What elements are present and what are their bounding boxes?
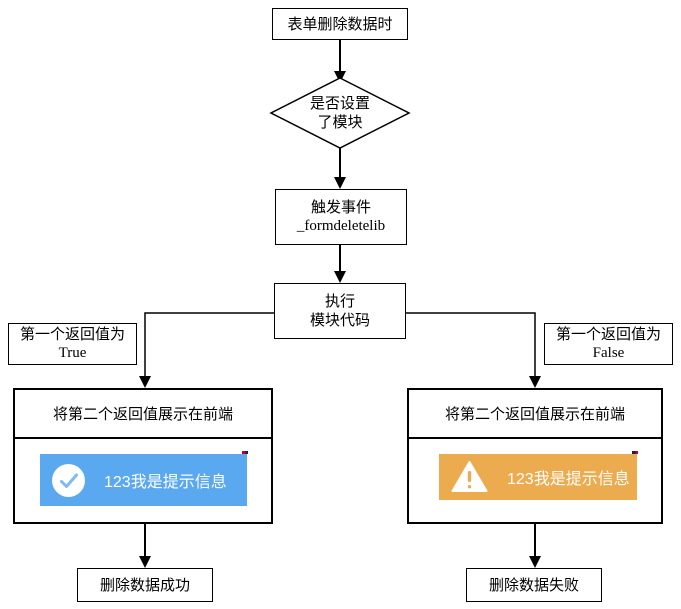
toast-success-text: 123我是提示信息 (104, 474, 227, 491)
exec-line2: 模块代码 (309, 312, 370, 329)
arrow-decision-to-trigger (334, 148, 346, 189)
node-branch-false: 第一个返回值为 False (544, 323, 673, 365)
check-circle-icon (52, 463, 85, 497)
node-start-label: 表单删除数据时 (287, 15, 393, 33)
decision-line2: 了模块 (317, 114, 363, 131)
connector-exec-to-left-display (139, 312, 274, 388)
node-exec-module: 执行 模块代码 (274, 283, 406, 339)
toast-warning-text: 123我是提示信息 (507, 471, 630, 488)
toast-warning: 123我是提示信息 (439, 454, 637, 500)
end-success-label: 删除数据成功 (99, 576, 190, 594)
node-display-success: 将第二个返回值展示在前端 123我是提示信息 (13, 388, 273, 524)
node-display-failure: 将第二个返回值展示在前端 123我是提示信息 (407, 388, 663, 524)
warning-triangle-icon (451, 461, 488, 493)
node-start: 表单删除数据时 (272, 8, 408, 40)
decision-line1: 是否设置 (309, 95, 370, 112)
branch-false-line1: 第一个返回值为 (555, 326, 661, 343)
connector-exec-to-right-display (406, 312, 541, 388)
node-trigger-event: 触发事件 _formdeletelib (275, 189, 407, 245)
node-end-failure: 删除数据失败 (466, 568, 602, 602)
artifact-mark-left (242, 451, 248, 454)
branch-true-line1: 第一个返回值为 (19, 326, 125, 343)
trigger-line1: 触发事件 (310, 199, 371, 216)
node-end-success: 删除数据成功 (77, 568, 213, 602)
arrow-start-to-decision (334, 40, 346, 83)
arrow-right-display-to-end (529, 524, 541, 568)
arrow-trigger-to-exec (334, 245, 346, 283)
node-decision-label: 是否设置 了模块 (271, 92, 409, 134)
branch-false-line2: False (592, 345, 625, 361)
arrow-left-display-to-end (139, 524, 151, 568)
end-failure-label: 删除数据失败 (488, 576, 579, 594)
display-failure-title: 将第二个返回值展示在前端 (409, 390, 661, 439)
exec-line1: 执行 (324, 293, 355, 310)
toast-success: 123我是提示信息 (40, 454, 247, 506)
trigger-line2: _formdeletelib (296, 218, 386, 234)
branch-true-line2: True (58, 345, 87, 361)
artifact-mark-right (632, 451, 638, 454)
node-branch-true: 第一个返回值为 True (8, 323, 137, 365)
display-success-title: 将第二个返回值展示在前端 (15, 390, 271, 439)
